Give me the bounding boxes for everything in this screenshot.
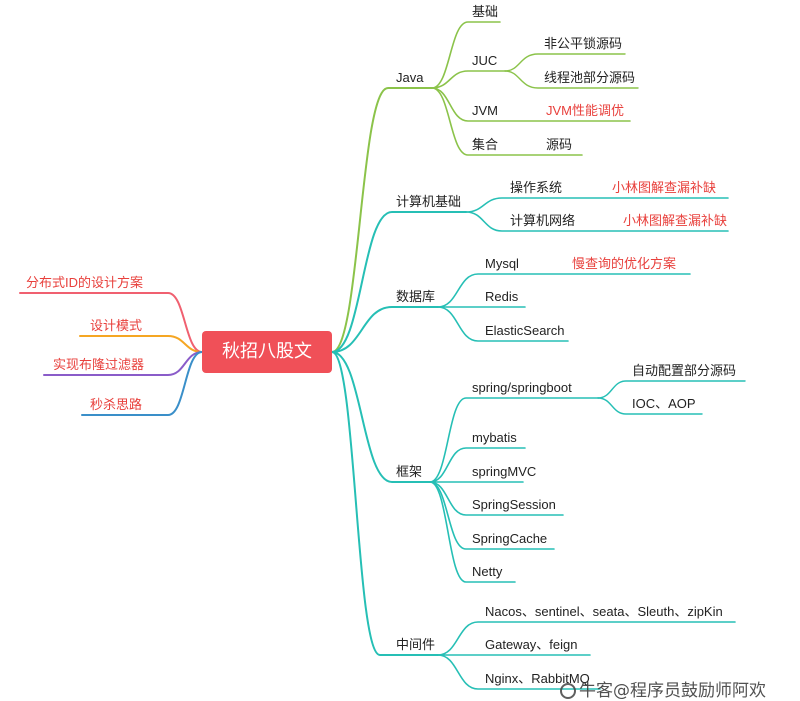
node-springcache[interactable]: SpringCache	[472, 531, 548, 546]
nowcoder-logo-icon	[560, 683, 576, 699]
link-java-jvm	[431, 87, 631, 122]
link-mw-nginx	[437, 654, 601, 690]
node-collections[interactable]: 集合	[472, 137, 499, 152]
node-network-note[interactable]: 小林图解查漏补缺	[623, 213, 728, 228]
node-netty[interactable]: Netty	[472, 564, 503, 579]
node-framework[interactable]: 框架	[396, 464, 423, 479]
node-design-pattern[interactable]: 设计模式	[90, 318, 143, 333]
link-juc-threadpool	[504, 70, 639, 89]
node-database[interactable]: 数据库	[396, 289, 436, 304]
link-db-es	[437, 306, 569, 342]
node-os[interactable]: 操作系统	[510, 180, 563, 195]
link-spring-autoconfig	[597, 380, 746, 399]
link-left-distributed-id	[19, 292, 203, 353]
link-left-design-pattern	[79, 335, 203, 353]
node-network[interactable]: 计算机网络	[510, 213, 576, 228]
link-fw-mybatis	[429, 447, 526, 483]
link-java-base	[431, 21, 501, 89]
node-juc[interactable]: JUC	[472, 53, 498, 68]
root-node[interactable]: 秋招八股文	[202, 331, 332, 373]
node-nonfair-lock[interactable]: 非公平锁源码	[544, 36, 623, 51]
node-gateway[interactable]: Gateway、feign	[485, 637, 578, 652]
link-fw-spring	[429, 397, 599, 483]
node-autoconfig[interactable]: 自动配置部分源码	[632, 363, 737, 378]
node-seckill[interactable]: 秒杀思路	[90, 397, 143, 412]
link-fw-netty	[429, 481, 516, 583]
node-distributed-id[interactable]: 分布式ID的设计方案	[26, 275, 144, 290]
link-left-seckill	[81, 351, 203, 416]
node-jvm[interactable]: JVM	[472, 103, 498, 118]
link-root-java	[331, 87, 433, 353]
node-slow-query[interactable]: 慢查询的优化方案	[572, 256, 677, 271]
node-ioc-aop[interactable]: IOC、AOP	[632, 396, 696, 411]
node-os-note[interactable]: 小林图解查漏补缺	[612, 180, 717, 195]
node-redis[interactable]: Redis	[485, 289, 519, 304]
node-collections-source[interactable]: 源码	[546, 137, 573, 152]
link-juc-nonfair	[504, 53, 626, 72]
node-threadpool[interactable]: 线程池部分源码	[544, 70, 636, 85]
link-cs-network	[465, 211, 729, 232]
link-root-cs	[331, 211, 467, 353]
link-root-db	[331, 306, 439, 353]
link-root-mw	[331, 351, 439, 656]
link-java-collections	[431, 87, 583, 156]
link-mw-nacos	[437, 621, 736, 656]
node-java[interactable]: Java	[396, 70, 424, 85]
node-springsession[interactable]: SpringSession	[472, 497, 556, 512]
link-db-mysql	[437, 273, 691, 308]
node-nginx[interactable]: Nginx、RabbitMQ	[485, 671, 590, 686]
link-root-fw	[331, 351, 431, 483]
link-fw-springsession	[429, 481, 564, 516]
node-mybatis[interactable]: mybatis	[472, 430, 517, 445]
watermark: 牛客@程序员鼓励师阿欢	[560, 676, 766, 701]
link-spring-iocaop	[597, 397, 703, 415]
node-jvm-tuning[interactable]: JVM性能调优	[546, 103, 625, 118]
node-spring[interactable]: spring/springboot	[472, 380, 572, 395]
node-elasticsearch[interactable]: ElasticSearch	[485, 323, 565, 338]
node-middleware[interactable]: 中间件	[396, 637, 436, 652]
node-bloom-filter[interactable]: 实现布隆过滤器	[53, 357, 145, 372]
link-java-juc	[431, 70, 506, 89]
link-cs-os	[465, 197, 729, 213]
node-nacos[interactable]: Nacos、sentinel、seata、Sleuth、zipKin	[485, 604, 723, 619]
node-java-base[interactable]: 基础	[472, 4, 499, 19]
node-mysql[interactable]: Mysql	[485, 256, 519, 271]
node-springmvc[interactable]: springMVC	[472, 464, 537, 479]
node-cs-basics[interactable]: 计算机基础	[396, 194, 462, 209]
watermark-text: 牛客@程序员鼓励师阿欢	[579, 681, 766, 701]
